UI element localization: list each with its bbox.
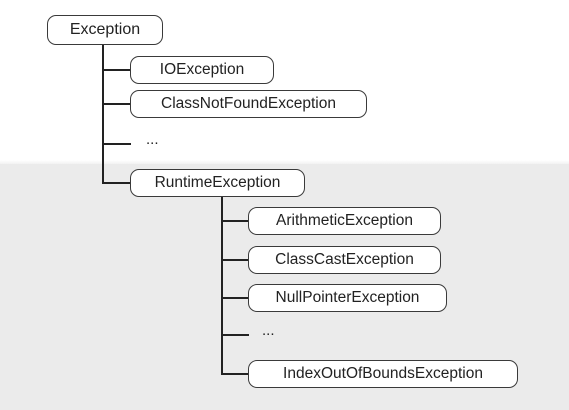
ioexception-node: IOException: [130, 56, 274, 84]
exception-node: Exception: [47, 15, 163, 45]
ellipsis-runtime: ...: [262, 322, 275, 339]
indexoutofboundsexception-node: IndexOutOfBoundsException: [248, 360, 518, 388]
runtimeexception-node: RuntimeException: [130, 169, 305, 197]
background-band-edge: [0, 160, 569, 166]
classnotfoundexception-node: ClassNotFoundException: [130, 90, 367, 118]
nullpointerexception-node: NullPointerException: [248, 284, 447, 312]
ellipsis-level1: ...: [146, 131, 159, 148]
classcastexception-node: ClassCastException: [248, 246, 441, 274]
arithmeticexception-node: ArithmeticException: [248, 207, 441, 235]
